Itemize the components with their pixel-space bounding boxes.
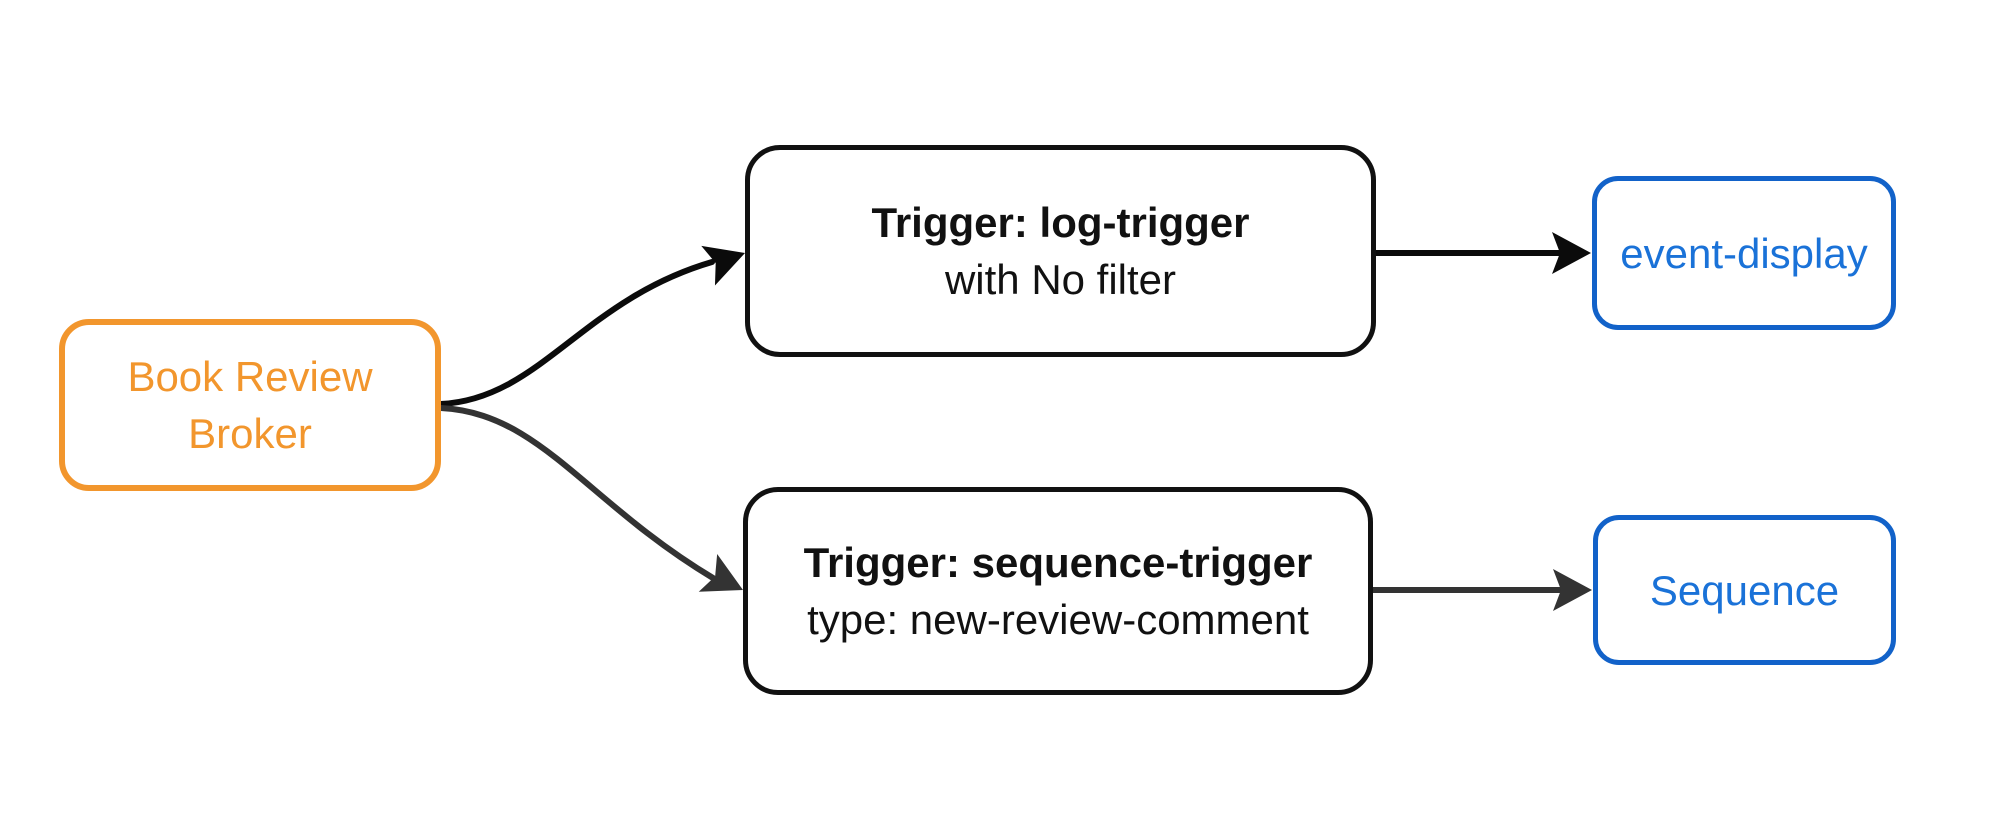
node-book-review-broker: Book Review Broker: [59, 319, 441, 491]
log-trigger-subtitle: with No filter: [944, 256, 1177, 303]
log-trigger-title: Trigger: log-trigger: [871, 199, 1250, 246]
edge-broker-to-log-trigger: [438, 259, 715, 407]
sequence-label: Sequence: [1649, 566, 1840, 614]
edge-broker-to-sequence-trigger: [438, 405, 716, 581]
arrowhead-sequence-icon: [1553, 569, 1592, 611]
node-sequence: Sequence: [1593, 515, 1896, 665]
broker-label-line2: Broker: [188, 410, 312, 457]
sequence-trigger-title: Trigger: sequence-trigger: [803, 539, 1313, 586]
broker-label-line1: Book Review: [127, 353, 373, 400]
sequence-trigger-subtitle: type: new-review-comment: [807, 596, 1309, 643]
arrowhead-log-trigger-icon: [701, 245, 745, 286]
arrowhead-sequence-trigger-icon: [698, 554, 743, 592]
node-log-trigger: Trigger: log-trigger with No filter: [745, 145, 1376, 357]
arrowhead-event-display-icon: [1552, 232, 1591, 274]
event-display-label: event-display: [1620, 229, 1868, 277]
node-event-display: event-display: [1592, 176, 1896, 330]
node-sequence-trigger: Trigger: sequence-trigger type: new-revi…: [743, 487, 1373, 695]
